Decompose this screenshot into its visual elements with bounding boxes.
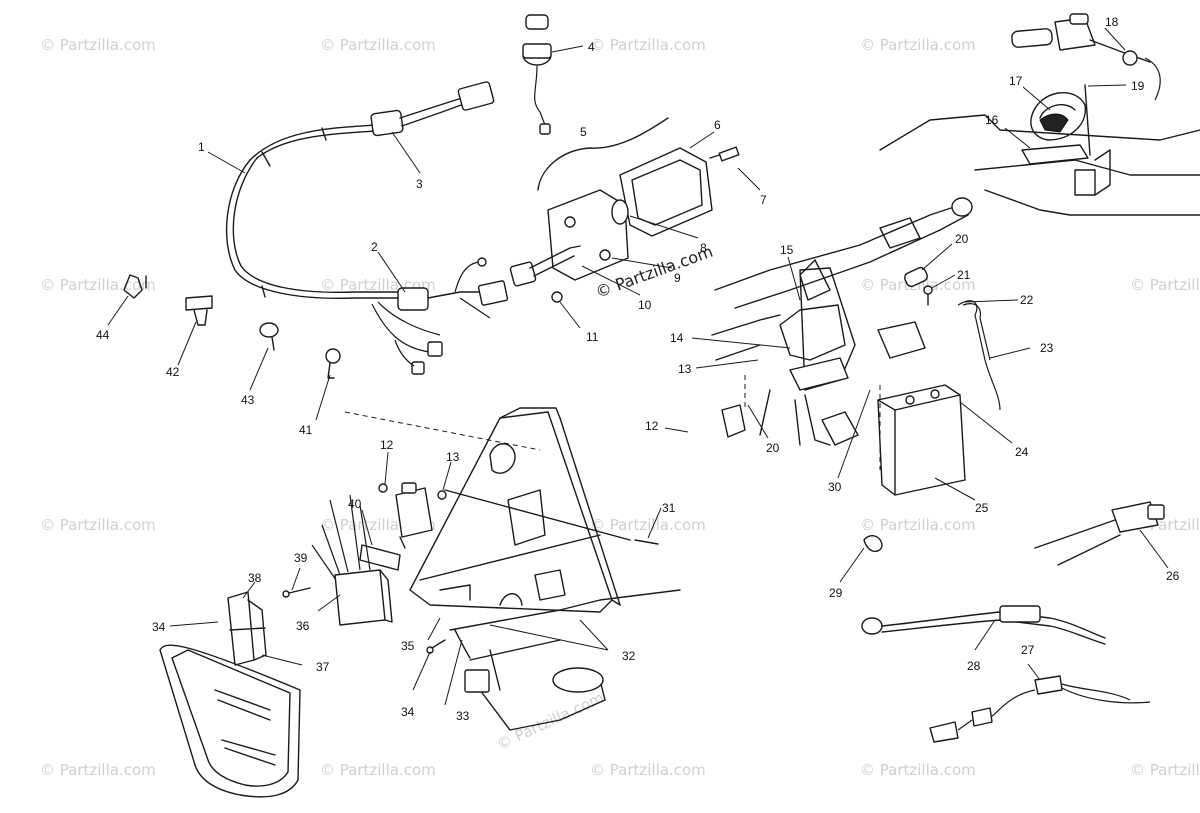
watermark: © Partzilla.com <box>40 36 156 54</box>
callout-2: 2 <box>371 240 378 254</box>
callout-12-left: 12 <box>380 438 394 452</box>
callout-23: 23 <box>1040 341 1054 355</box>
right-cables <box>861 501 1165 743</box>
small-clips <box>123 274 883 553</box>
callout-4: 4 <box>588 40 595 54</box>
callout-34-left: 34 <box>152 620 166 634</box>
callout-8: 8 <box>700 241 707 255</box>
callout-32: 32 <box>622 649 636 663</box>
callout-33: 33 <box>456 709 470 723</box>
callout-22: 22 <box>1020 293 1034 307</box>
watermark: © Partzilla.com <box>40 761 156 779</box>
callout-43: 43 <box>241 393 255 407</box>
callout-44: 44 <box>96 328 110 342</box>
callout-30: 30 <box>828 480 842 494</box>
callout-39: 39 <box>294 551 308 565</box>
watermark: © Partzilla.com <box>1130 276 1200 294</box>
frame-battery-box <box>711 197 973 446</box>
watermark: © Partzilla.com <box>40 276 156 294</box>
leader-lines <box>107 27 1169 706</box>
ignition-components <box>227 482 659 666</box>
callout-15: 15 <box>780 243 794 257</box>
callout-6: 6 <box>714 118 721 132</box>
watermark: © Partzilla.com <box>590 36 706 54</box>
callout-28: 28 <box>967 659 981 673</box>
callout-10: 10 <box>638 298 652 312</box>
mounting-panel <box>344 407 631 613</box>
callout-13-right: 13 <box>678 362 692 376</box>
watermark: © Partzilla.com <box>590 516 706 534</box>
callout-12-right: 12 <box>645 419 659 433</box>
watermark: © Partzilla.com <box>320 761 436 779</box>
callout-11: 11 <box>586 330 599 344</box>
watermark: © Partzilla.com <box>494 688 607 753</box>
wiring-harness <box>225 81 509 375</box>
watermark: © Partzilla.com <box>860 276 976 294</box>
watermark: © Partzilla.com <box>590 761 706 779</box>
callout-18: 18 <box>1105 15 1119 29</box>
callout-34-bottom: 34 <box>401 705 415 719</box>
callout-20-bottom: 20 <box>766 441 780 455</box>
callout-1: 1 <box>198 140 205 154</box>
callout-24: 24 <box>1015 445 1029 459</box>
callout-27: 27 <box>1021 643 1035 657</box>
watermark-layer: © Partzilla.com © Partzilla.com © Partzi… <box>40 36 1200 779</box>
callout-41: 41 <box>299 423 313 437</box>
callout-19: 19 <box>1131 79 1145 93</box>
callout-16: 16 <box>985 113 999 127</box>
callout-40: 40 <box>348 497 362 511</box>
callout-25: 25 <box>975 501 989 515</box>
callout-31: 31 <box>662 501 676 515</box>
callout-17: 17 <box>1009 74 1023 88</box>
watermark: © Partzilla.com <box>40 516 156 534</box>
part-4-connector <box>522 14 552 135</box>
callout-35: 35 <box>401 639 415 653</box>
callout-13-left: 13 <box>446 450 460 464</box>
callout-9: 9 <box>674 271 681 285</box>
horn-assembly <box>879 84 1200 216</box>
callout-26: 26 <box>1166 569 1180 583</box>
callout-labels: 1 2 3 4 5 6 7 8 9 10 11 12 12 13 13 14 1… <box>96 15 1180 723</box>
watermark: © Partzilla.com <box>860 761 976 779</box>
callout-3: 3 <box>416 177 423 191</box>
callout-20-top: 20 <box>955 232 969 246</box>
callout-21: 21 <box>957 268 971 282</box>
callout-7: 7 <box>760 193 767 207</box>
callout-38: 38 <box>248 571 262 585</box>
guard-frame <box>159 644 301 798</box>
handlebar-switch <box>1011 13 1161 101</box>
watermark: © Partzilla.com <box>860 516 976 534</box>
watermark: © Partzilla.com <box>320 36 436 54</box>
callout-14: 14 <box>670 331 684 345</box>
callout-5: 5 <box>580 125 587 139</box>
battery-group <box>877 266 1001 496</box>
watermark: © Partzilla.com <box>860 36 976 54</box>
callout-36: 36 <box>296 619 310 633</box>
callout-37: 37 <box>316 660 330 674</box>
callout-42: 42 <box>166 365 180 379</box>
lower-frame <box>449 589 681 731</box>
tail-light-assembly <box>509 117 740 303</box>
callout-29: 29 <box>829 586 843 600</box>
watermark: © Partzilla.com <box>1130 761 1200 779</box>
